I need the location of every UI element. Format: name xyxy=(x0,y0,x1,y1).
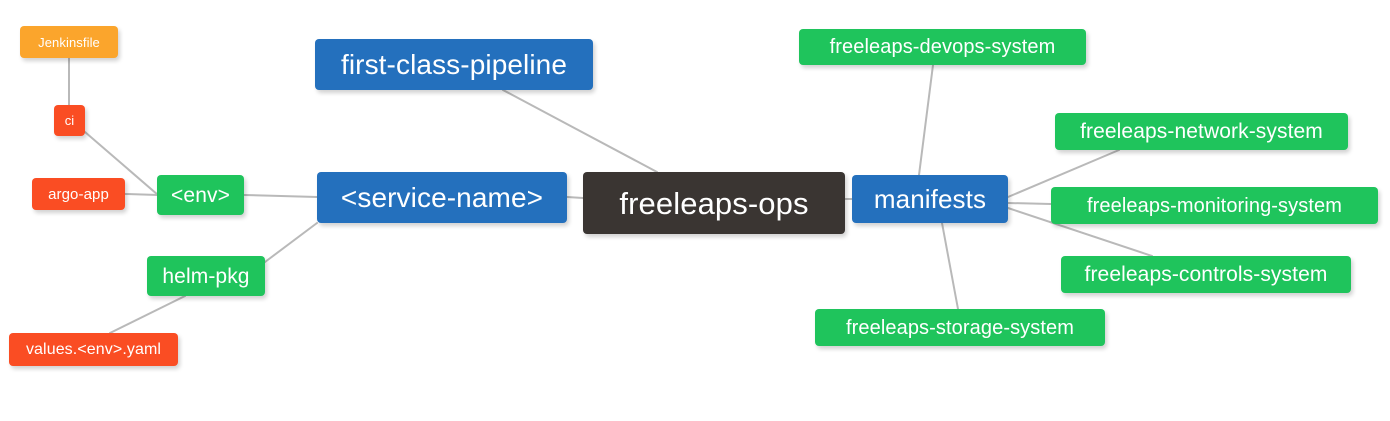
node-label-service-name: <service-name> xyxy=(340,181,544,213)
node-label-freeleaps-controls-system: freeleaps-controls-system xyxy=(1084,263,1328,286)
edge-service-name-to-helm-pkg xyxy=(264,222,318,263)
node-freeleaps-devops-system[interactable]: freeleaps-devops-system xyxy=(799,29,1086,65)
node-label-freeleaps-devops-system: freeleaps-devops-system xyxy=(829,36,1056,58)
node-label-freeleaps-storage-system: freeleaps-storage-system xyxy=(845,316,1075,339)
node-label-values-env-yaml: values.<env>.yaml xyxy=(25,340,162,358)
node-freeleaps-controls-system[interactable]: freeleaps-controls-system xyxy=(1061,256,1351,293)
node-label-freeleaps-monitoring-system: freeleaps-monitoring-system xyxy=(1086,194,1342,217)
node-argo-app[interactable]: argo-app xyxy=(32,178,125,210)
node-label-argo-app: argo-app xyxy=(48,185,109,203)
node-env[interactable]: <env> xyxy=(157,175,244,215)
edge-manifests-to-freeleaps-storage-system xyxy=(941,222,959,310)
node-freeleaps-network-system[interactable]: freeleaps-network-system xyxy=(1055,113,1348,150)
node-values-env-yaml[interactable]: values.<env>.yaml xyxy=(9,333,178,366)
node-jenkinsfile[interactable]: Jenkinsfile xyxy=(20,26,118,58)
node-label-manifests: manifests xyxy=(873,184,987,214)
node-service-name[interactable]: <service-name> xyxy=(317,172,567,223)
edge-manifests-to-freeleaps-devops-system xyxy=(918,64,934,176)
node-label-helm-pkg: helm-pkg xyxy=(162,264,250,288)
node-label-env: <env> xyxy=(171,183,230,207)
node-label-jenkinsfile: Jenkinsfile xyxy=(38,34,100,50)
node-label-ci: ci xyxy=(64,113,75,128)
edge-service-name-to-freeleaps-ops xyxy=(566,196,584,199)
node-manifests[interactable]: manifests xyxy=(852,175,1008,223)
node-label-first-class-pipeline: first-class-pipeline xyxy=(340,48,568,80)
node-freeleaps-storage-system[interactable]: freeleaps-storage-system xyxy=(815,309,1105,346)
edge-helm-pkg-to-values-env-yaml xyxy=(109,295,186,334)
edge-manifests-to-freeleaps-monitoring-system xyxy=(1007,202,1052,205)
node-freeleaps-monitoring-system[interactable]: freeleaps-monitoring-system xyxy=(1051,187,1378,224)
node-label-freeleaps-network-system: freeleaps-network-system xyxy=(1080,120,1323,143)
node-ci[interactable]: ci xyxy=(54,105,85,136)
node-freeleaps-ops[interactable]: freeleaps-ops xyxy=(583,172,845,234)
node-helm-pkg[interactable]: helm-pkg xyxy=(147,256,265,296)
node-first-class-pipeline[interactable]: first-class-pipeline xyxy=(315,39,593,90)
edge-env-to-service-name xyxy=(243,194,318,198)
node-label-freeleaps-ops: freeleaps-ops xyxy=(619,185,809,221)
edge-argo-app-to-env xyxy=(124,193,159,196)
edge-first-class-pipeline-to-freeleaps-ops xyxy=(502,89,658,173)
